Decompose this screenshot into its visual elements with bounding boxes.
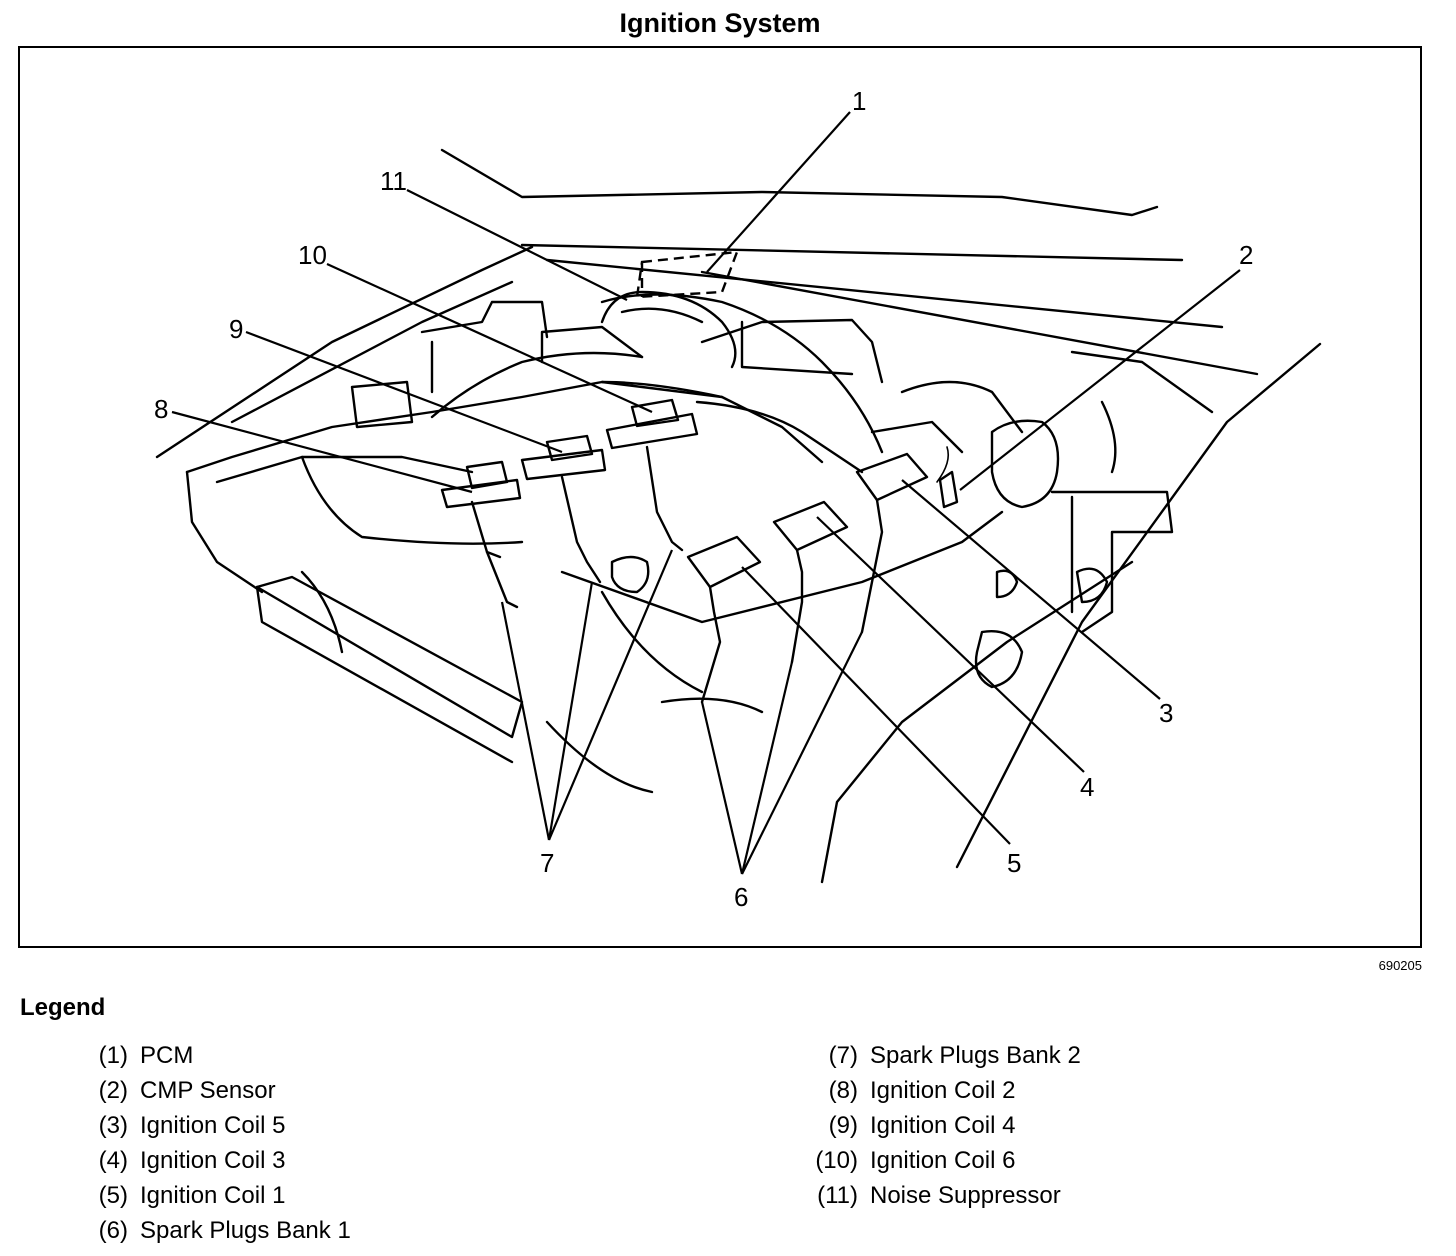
legend-item: (8) Ignition Coil 2 [800,1077,1081,1112]
engine-body-lines [155,148,1322,884]
legend-number: (8) [828,1077,858,1104]
legend-number: (2) [98,1077,128,1104]
callout-7: 7 [540,848,554,878]
legend-number: (3) [98,1112,128,1139]
callout-8: 8 [154,394,168,424]
legend-item: (10) Ignition Coil 6 [800,1147,1081,1182]
legend-item: (3) Ignition Coil 5 [70,1112,351,1147]
pcm-outline [635,250,739,299]
legend-label: Ignition Coil 2 [870,1077,1016,1104]
callout-labels: 1 2 3 4 5 6 7 8 9 10 11 [154,86,1253,912]
engine-illustration: 1 2 3 4 5 6 7 8 9 10 11 [154,86,1322,912]
bank-1-coils [686,452,959,704]
legend-number: (11) [817,1182,858,1209]
legend-column-left: (1)PCM (2)CMP Sensor (3)Ignition Coil 5 … [70,1042,351,1252]
legend-item: (6) Spark Plugs Bank 1 [70,1217,351,1252]
callout-3: 3 [1159,698,1173,728]
legend-item: (1) PCM [70,1042,351,1077]
callout-leader-lines [171,111,1241,875]
callout-2: 2 [1239,240,1253,270]
legend-column-right: (7) Spark Plugs Bank 2 (8) Ignition Coil 2… [800,1042,1081,1217]
callout-1: 1 [852,86,866,116]
callout-6: 6 [734,882,748,912]
callout-11: 11 [380,166,407,196]
legend-item: (5) Ignition Coil 1 [70,1182,351,1217]
legend-number: (10) [815,1147,858,1174]
legend-item: (4) Ignition Coil 3 [70,1147,351,1182]
legend-label: Noise Suppressor [870,1182,1061,1209]
legend-label: Spark Plugs Bank 2 [870,1042,1081,1069]
figure-id: 690205 [1378,958,1422,973]
callout-4: 4 [1080,772,1094,802]
legend-label: Ignition Coil 3 [140,1147,286,1174]
legend-item: (11) Noise Suppressor [800,1182,1081,1217]
legend-number: (1) [98,1042,128,1069]
legend-number: (5) [98,1182,128,1209]
legend-item: (2) CMP Sensor [70,1077,351,1112]
diagram-title: Ignition System [619,8,821,38]
bank-2-coils [440,398,699,609]
legend-number: (7) [828,1042,858,1069]
legend-title: Legend [20,994,106,1021]
legend-number: (4) [98,1147,128,1174]
legend-item: (7) Spark Plugs Bank 2 [800,1042,1081,1077]
legend-label: Ignition Coil 4 [870,1112,1016,1139]
legend-label: Ignition Coil 1 [140,1182,286,1209]
callout-5: 5 [1007,848,1021,878]
callout-9: 9 [229,314,243,344]
diagram-frame: 1 2 3 4 5 6 7 8 9 10 11 [18,46,1422,948]
legend-label: Spark Plugs Bank 1 [140,1217,351,1244]
legend-label: Ignition Coil 5 [140,1112,286,1139]
callout-10: 10 [298,240,327,270]
legend-item: (9) Ignition Coil 4 [800,1112,1081,1147]
legend-number: (9) [828,1112,858,1139]
legend-label: PCM [140,1042,194,1069]
legend-number: (6) [98,1217,128,1244]
legend-label: Ignition Coil 6 [870,1147,1016,1174]
legend-label: CMP Sensor [140,1077,276,1104]
